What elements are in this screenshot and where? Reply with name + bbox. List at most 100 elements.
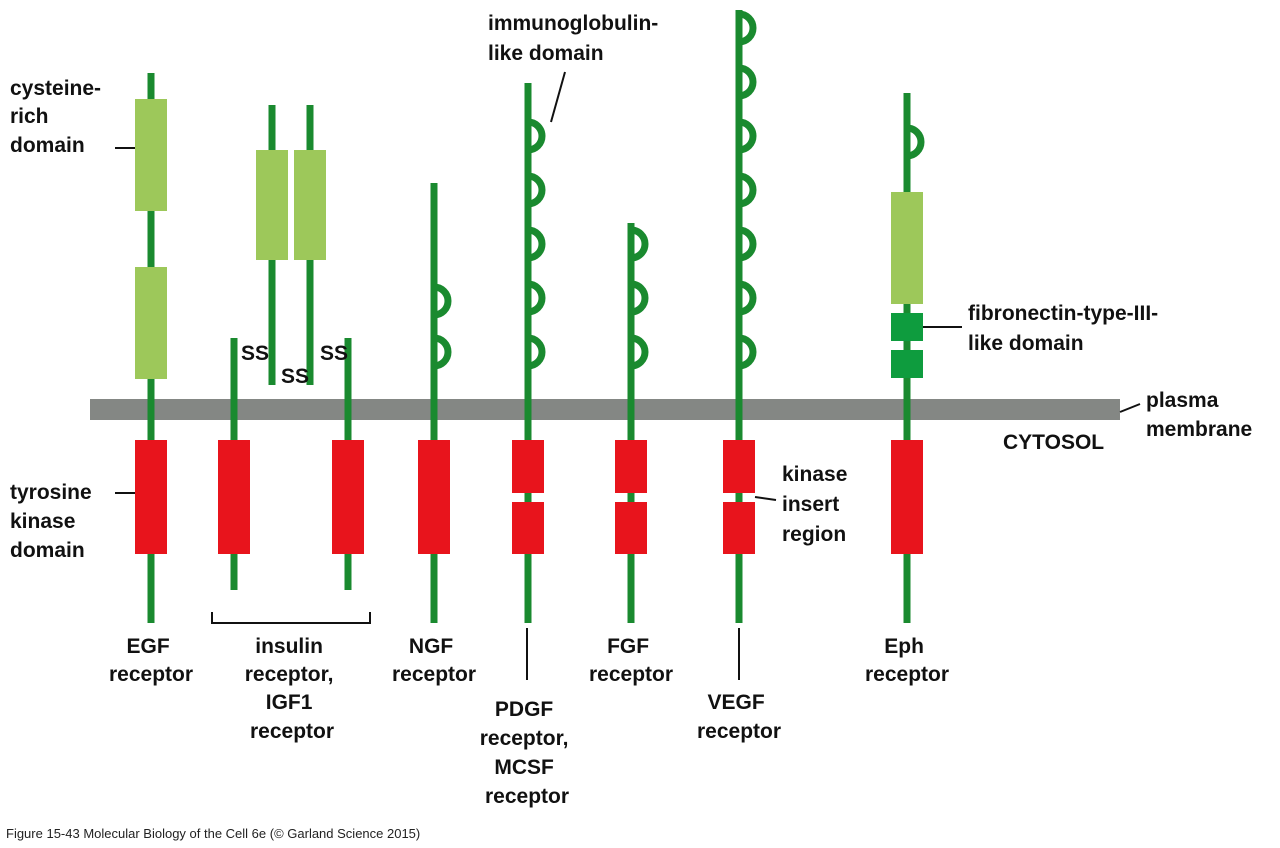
kinase-insert-label-line-1: kinase <box>782 463 847 486</box>
fibronectin-label-line-1: fibronectin-type-III- <box>968 302 1158 325</box>
eph-cysteine-rich-domain <box>891 192 923 304</box>
cysteine-rich-label-line-2: rich <box>10 105 49 128</box>
pdgf-label-line-2: receptor, <box>480 727 569 750</box>
ngf-kinase-domain <box>418 440 450 554</box>
eph-kinase-domain <box>891 440 923 554</box>
eph-receptor-label: Eph receptor <box>865 635 949 686</box>
plasma-membrane-leader <box>1119 403 1141 413</box>
insulin-kinase-domain-2 <box>332 440 364 554</box>
tyrosine-kinase-label-line-1: tyrosine <box>10 481 92 504</box>
vegf-label-line-2: receptor <box>697 720 781 743</box>
immunoglobulin-label-line-2: like domain <box>488 42 604 65</box>
egf-cysteine-rich-domain-1 <box>135 99 167 211</box>
fgf-ig-loop-1 <box>630 226 649 262</box>
pdgf-ig-loop-2 <box>527 172 546 208</box>
fibronectin-domain-label: fibronectin-type-III- like domain <box>968 302 1164 355</box>
egf-label-line-1: EGF <box>126 635 169 658</box>
cysteine-rich-label-line-1: cysteine- <box>10 77 101 100</box>
vegf-ig-loop-5 <box>738 226 757 262</box>
ngf-receptor-label: NGF receptor <box>392 635 476 686</box>
vegf-receptor-label: VEGF receptor <box>697 691 781 743</box>
eph-label-line-2: receptor <box>865 663 949 686</box>
ngf-ig-loop-2 <box>433 334 452 370</box>
kinase-insert-leader <box>754 496 777 501</box>
insulin-receptor: SS SS SS <box>211 105 371 624</box>
insulin-label-line-3: IGF1 <box>266 691 313 714</box>
insulin-label-line-4: receptor <box>250 720 334 743</box>
pdgf-label-line-4: receptor <box>485 785 569 808</box>
pdgf-ig-loop-3 <box>527 226 546 262</box>
vegf-label-line-1: VEGF <box>707 691 764 714</box>
pdgf-ig-loop-5 <box>527 334 546 370</box>
fgf-kinase-domain-n <box>615 440 647 493</box>
egf-kinase-domain <box>135 440 167 554</box>
pdgf-label-line-1: PDGF <box>495 698 554 721</box>
eph-fibronectin-domain-2 <box>891 350 923 378</box>
fgf-label-line-2: receptor <box>589 663 673 686</box>
disulfide-bond-label-3: SS <box>320 342 348 365</box>
fgf-ig-loop-2 <box>630 280 649 316</box>
pdgf-receptor <box>512 83 546 680</box>
egf-receptor-label: EGF receptor <box>109 635 193 686</box>
ngf-ig-loop-1 <box>433 283 452 319</box>
egf-cysteine-rich-domain-2 <box>135 267 167 379</box>
plasma-membrane-bar <box>90 399 1120 420</box>
insulin-receptor-label: insulin receptor, IGF1 receptor <box>245 635 340 743</box>
ngf-label-line-1: NGF <box>409 635 454 658</box>
disulfide-bond-label-2: SS <box>281 365 309 388</box>
immunoglobulin-domain-label: immunoglobulin- like domain <box>488 12 664 65</box>
pdgf-kinase-domain-c <box>512 502 544 554</box>
pdgf-ig-loop-1 <box>527 118 546 154</box>
fgf-ig-loop-3 <box>630 334 649 370</box>
pdgf-receptor-label: PDGF receptor, MCSF receptor <box>480 698 575 808</box>
immunoglobulin-leader <box>550 71 566 123</box>
fgf-kinase-domain-c <box>615 502 647 554</box>
vegf-ig-loop-4 <box>738 172 757 208</box>
eph-receptor <box>891 93 925 623</box>
kinase-insert-label-line-2: insert <box>782 493 839 516</box>
insulin-receptor-bracket <box>211 612 371 624</box>
fibronectin-label-line-2: like domain <box>968 332 1084 355</box>
vegf-ig-loop-3 <box>738 118 757 154</box>
insulin-label-line-2: receptor, <box>245 663 334 686</box>
ngf-receptor <box>418 183 452 623</box>
eph-fibronectin-domain-1 <box>891 313 923 341</box>
vegf-receptor <box>723 10 757 680</box>
kinase-insert-region-label: kinase insert region <box>782 463 853 546</box>
vegf-kinase-domain-n <box>723 440 755 493</box>
cysteine-rich-domain-label: cysteine- rich domain <box>10 77 107 157</box>
vegf-ig-loop-1 <box>738 10 757 46</box>
fgf-receptor-label: FGF receptor <box>589 635 673 686</box>
insulin-cysteine-rich-domain-1 <box>256 150 288 260</box>
fgf-label-line-1: FGF <box>607 635 649 658</box>
immunoglobulin-label-line-1: immunoglobulin- <box>488 12 658 35</box>
pdgf-ig-loop-4 <box>527 280 546 316</box>
disulfide-bond-label-1: SS <box>241 342 269 365</box>
figure-caption: Figure 15-43 Molecular Biology of the Ce… <box>6 826 420 841</box>
kinase-insert-label-line-3: region <box>782 523 846 546</box>
insulin-label-line-1: insulin <box>255 635 323 658</box>
vegf-kinase-domain-c <box>723 502 755 554</box>
tyrosine-kinase-domain-label: tyrosine kinase domain <box>10 481 98 562</box>
egf-label-line-2: receptor <box>109 663 193 686</box>
pdgf-label-line-3: MCSF <box>494 756 554 779</box>
plasma-membrane-label-line-1: plasma <box>1146 389 1219 412</box>
eph-label-line-1: Eph <box>884 635 924 658</box>
plasma-membrane-label-line-2: membrane <box>1146 418 1252 441</box>
fgf-receptor <box>615 223 649 623</box>
pdgf-kinase-domain-n <box>512 440 544 493</box>
cytosol-label: CYTOSOL <box>1003 431 1104 454</box>
cysteine-rich-label-line-3: domain <box>10 134 85 157</box>
eph-ig-loop <box>906 124 925 160</box>
insulin-cysteine-rich-domain-2 <box>294 150 326 260</box>
egf-receptor <box>135 73 167 623</box>
vegf-ig-loop-2 <box>738 64 757 100</box>
insulin-kinase-domain-1 <box>218 440 250 554</box>
tyrosine-kinase-label-line-2: kinase <box>10 510 75 533</box>
plasma-membrane-label: plasma membrane <box>1146 389 1252 441</box>
vegf-ig-loop-7 <box>738 334 757 370</box>
ngf-label-line-2: receptor <box>392 663 476 686</box>
vegf-ig-loop-6 <box>738 280 757 316</box>
tyrosine-kinase-label-line-3: domain <box>10 539 85 562</box>
